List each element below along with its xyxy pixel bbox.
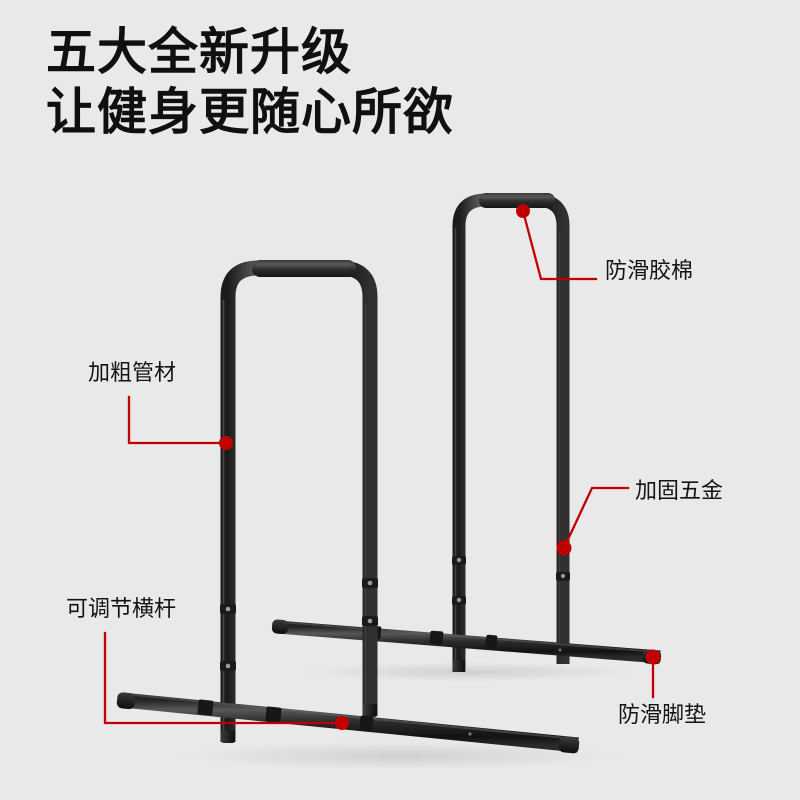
callout-label-footpad: 防滑脚垫 [618, 702, 707, 727]
front-frame [220, 260, 378, 743]
end-cap-rear-right [642, 649, 662, 665]
rear-frame-lower-overlap [452, 640, 466, 672]
adjust-bolt [225, 606, 231, 612]
adjust-bolt [456, 597, 462, 603]
adjust-bolt [560, 573, 566, 579]
headline-line-1: 五大全新升级 [46, 24, 352, 80]
end-cap-front-right [558, 736, 580, 754]
callout-label-tube: 加粗管材 [88, 360, 177, 385]
adjust-bolt [456, 557, 462, 563]
headline-line-2: 让健身更随心所欲 [46, 84, 454, 140]
adjust-bolt [367, 618, 373, 624]
callout-label-hardware: 加固五金 [635, 478, 724, 503]
page-title: 五大全新升级 让健身更随心所欲 [46, 22, 454, 142]
adjust-bolt [367, 580, 373, 586]
adjust-bolt [225, 663, 231, 669]
rear-stabilizer-bar [271, 619, 662, 665]
callout-label-crossbar: 可调节横杆 [66, 596, 177, 621]
end-cap-rear-left [271, 619, 289, 634]
rear-frame [452, 193, 570, 672]
end-cap-front-left [116, 692, 136, 710]
callout-label-foam: 防滑胶棉 [605, 258, 694, 283]
